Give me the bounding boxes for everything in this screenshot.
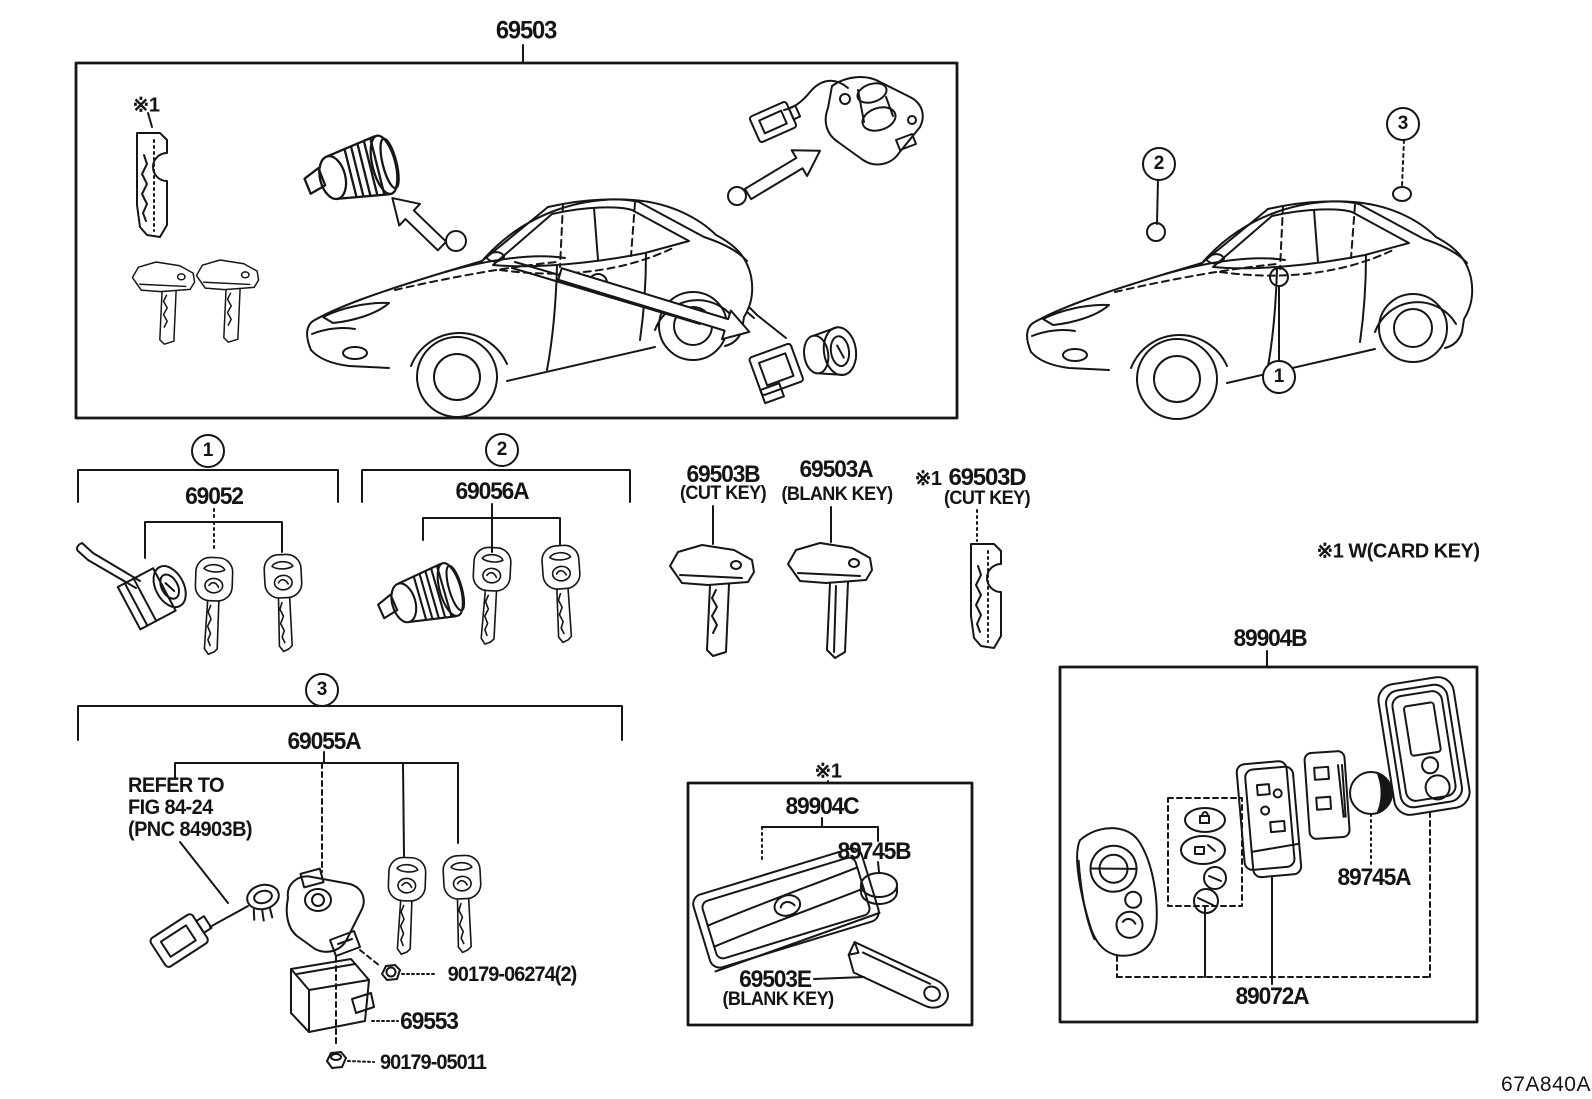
figure-code: 67A840A bbox=[1501, 1073, 1591, 1096]
kind-label-blank-key: (BLANK KEY) bbox=[781, 484, 893, 505]
smart-key-set-art bbox=[1058, 650, 1479, 1024]
part-label-90179-05011: 90179-05011 bbox=[379, 1051, 487, 1074]
part-label-89904B: 89904B bbox=[1233, 625, 1307, 652]
kind-label-cut-key: (CUT KEY) bbox=[679, 483, 767, 504]
part-label-89745B: 89745B bbox=[837, 838, 911, 865]
part-label-89072A: 89072A bbox=[1235, 983, 1309, 1010]
kit-box-frame bbox=[74, 44, 959, 420]
part-label-89904C: 89904C bbox=[785, 793, 859, 820]
part-label-69503B: 69503B bbox=[686, 461, 760, 488]
callout-ignition: 2 bbox=[1142, 147, 1176, 181]
group-glovebox-art bbox=[361, 469, 631, 647]
part-label-69503E: 69503E bbox=[739, 966, 812, 993]
kit-box-contents bbox=[131, 76, 924, 418]
kind-label-card-cut-key: (CUT KEY) bbox=[943, 488, 1031, 509]
part-label-69056A: 69056A bbox=[455, 478, 529, 505]
card-key-note: ※1 W(CARD KEY) bbox=[1316, 540, 1480, 563]
part-label-69553: 69553 bbox=[400, 1008, 459, 1035]
note-mark-card-set: ※1 bbox=[814, 760, 842, 783]
part-label-69503D-row: ※1 69503D bbox=[914, 464, 1027, 492]
callout-trunk: 3 bbox=[1386, 107, 1420, 141]
part-label-69503D: 69503D bbox=[948, 464, 1027, 491]
group-trunk-callout: 3 bbox=[305, 673, 339, 707]
group-door-callout: 1 bbox=[191, 434, 225, 468]
part-label-69503A: 69503A bbox=[799, 456, 873, 483]
group-trunk-art bbox=[77, 705, 623, 1069]
group-door-art bbox=[76, 469, 339, 656]
note-mark-kit: ※1 bbox=[132, 94, 160, 117]
refer-line-2: FIG 84-24 bbox=[128, 796, 213, 819]
part-label-90179-06274: 90179-06274(2) bbox=[447, 963, 578, 986]
refer-line-1: REFER TO bbox=[128, 774, 225, 797]
part-label-89745A: 89745A bbox=[1337, 864, 1411, 891]
location-car bbox=[1026, 139, 1474, 420]
callout-door: 1 bbox=[1262, 360, 1296, 394]
note-mark-69503D: ※1 bbox=[914, 468, 942, 490]
part-label-69055A: 69055A bbox=[287, 728, 361, 755]
kind-label-69503E: (BLANK KEY) bbox=[722, 989, 834, 1010]
card-key-set-art bbox=[686, 781, 974, 1027]
part-label-69052: 69052 bbox=[185, 483, 244, 510]
refer-line-3: (PNC 84903B) bbox=[128, 818, 253, 841]
loose-keys-art bbox=[669, 505, 1002, 659]
part-label-69503: 69503 bbox=[495, 16, 557, 45]
group-glovebox-callout: 2 bbox=[485, 433, 519, 467]
